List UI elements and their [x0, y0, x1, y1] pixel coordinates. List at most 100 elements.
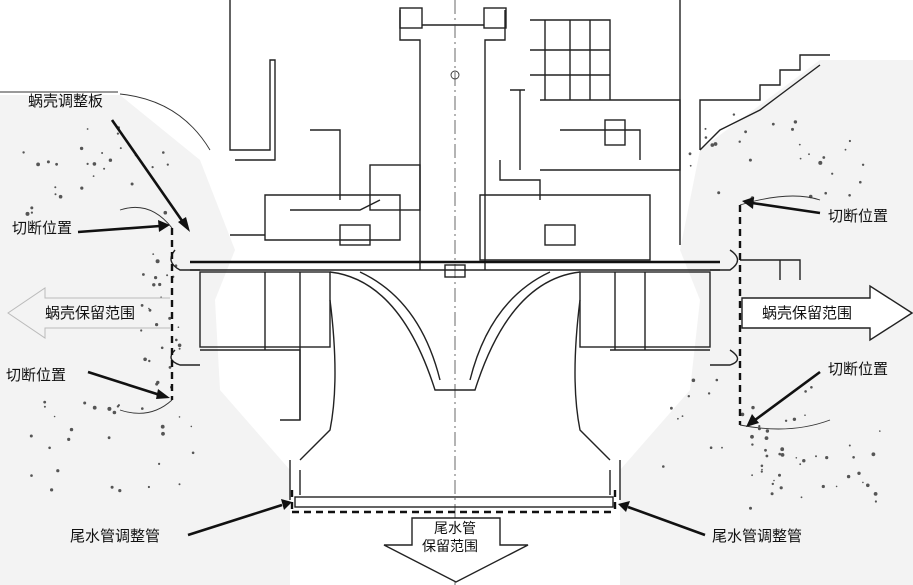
stipple-dot: [765, 454, 769, 458]
upper-right-structures: [499, 19, 681, 200]
stipple-dot: [844, 148, 847, 151]
spiral-retain-right-label: 蜗壳保留范围: [762, 304, 852, 322]
draft-tube-adjust-left-label: 尾水管调整管: [70, 527, 160, 545]
stipple-dot: [751, 443, 754, 446]
stipple-dot: [119, 147, 122, 150]
stipple-dot: [662, 465, 665, 468]
stipple-dot: [53, 415, 56, 418]
draft-tube-adjust-pipe: [290, 490, 617, 514]
stipple-dot: [799, 157, 802, 160]
cut-position-bottom-right-label: 切断位置: [828, 360, 888, 378]
stipple-dot: [670, 406, 673, 410]
spiral-case-right: [579, 249, 801, 366]
cut-lines: [119, 195, 831, 430]
stipple-dot: [799, 463, 802, 466]
stipple-dot: [749, 506, 752, 510]
stipple-dot: [857, 471, 861, 475]
stipple-dot: [152, 253, 155, 256]
stipple-dot: [710, 143, 715, 147]
stipple-dot: [765, 429, 770, 433]
stipple-dot: [155, 382, 159, 386]
stipple-dot: [86, 162, 89, 165]
stipple-dot: [177, 343, 182, 348]
central-shaft: [399, 0, 507, 585]
draft-tube-adjust-right-label: 尾水管调整管: [712, 527, 802, 545]
labels: 蜗壳调整板 切断位置 切断位置 切断位置 切断位置 尾水管调整管 尾水管调整管: [6, 92, 888, 545]
stipple-dot: [779, 486, 783, 490]
stipple-dot: [764, 436, 769, 440]
stipple-dot: [130, 182, 134, 186]
stipple-dot: [859, 180, 862, 184]
stipple-dot: [155, 259, 160, 264]
stipple-dot: [168, 366, 172, 369]
stipple-dot: [732, 113, 736, 116]
stipple-dot: [48, 446, 51, 450]
stipple-dot: [760, 464, 764, 468]
stipple-dot: [831, 172, 834, 175]
stipple-dot: [852, 456, 855, 459]
stipple-dot: [154, 276, 158, 280]
stipple-dot: [825, 456, 829, 460]
stipple-dot: [771, 482, 774, 486]
stipple-dot: [103, 167, 106, 170]
stipple-dot: [862, 481, 864, 484]
draft-tube-retain-label-2: 保留范围: [422, 538, 478, 555]
stipple-dot: [704, 136, 708, 139]
stipple-dot: [677, 417, 679, 420]
stipple-dot: [818, 160, 823, 165]
stipple-dot: [815, 455, 817, 458]
stipple-dot: [29, 434, 33, 438]
stipple-dot: [178, 483, 181, 486]
stipple-dot: [793, 120, 798, 124]
cut-position-top-right-label: 切断位置: [828, 207, 888, 225]
stipple-dot: [92, 405, 97, 410]
stipple-dot: [689, 164, 692, 167]
stipple-dot: [761, 468, 763, 471]
stipple-dot: [158, 282, 162, 287]
stipple-dot: [178, 416, 181, 418]
stipple-dot: [162, 151, 165, 154]
stipple-dot: [707, 392, 711, 395]
stipple-dot: [79, 146, 84, 151]
stipple-dot: [151, 166, 154, 169]
stipple-dot: [791, 127, 794, 131]
concrete-stipple: [22, 113, 881, 510]
stipple-dot: [780, 453, 785, 457]
stipple-dot: [191, 451, 195, 455]
stipple-dot: [848, 139, 852, 143]
stipple-dot: [744, 130, 747, 134]
pointer-arrows: [77, 119, 821, 537]
stipple-dot: [143, 357, 147, 362]
stipple-dot: [760, 470, 763, 473]
stipple-dot: [177, 326, 180, 329]
stipple-dot: [175, 338, 178, 342]
stipple-dot: [116, 132, 119, 135]
stipple-dot: [108, 158, 113, 162]
stipple-dot: [748, 158, 752, 162]
stipple-dot: [92, 175, 95, 178]
stipple-dot: [821, 484, 825, 489]
draft-tube-retain-label-1: 尾水管: [434, 521, 476, 537]
stipple-dot: [140, 304, 144, 307]
stipple-dot: [802, 459, 806, 463]
stipple-dot: [152, 283, 156, 287]
stipple-dot: [861, 163, 865, 166]
stipple-dot: [142, 273, 145, 276]
stipple-dot: [107, 406, 112, 411]
stipple-dot: [778, 473, 781, 477]
stipple-dot: [771, 122, 775, 126]
stipple-dot: [773, 479, 775, 482]
stipple-dot: [871, 452, 876, 457]
stipple-dot: [721, 446, 723, 449]
stipple-dot: [758, 425, 761, 428]
stipple-dot: [160, 424, 165, 429]
stipple-dot: [116, 405, 120, 408]
stipple-dot: [846, 474, 851, 479]
stipple-dot: [798, 143, 801, 146]
stipple-dot: [778, 452, 781, 456]
stipple-dot: [691, 378, 696, 383]
stipple-dot: [717, 191, 721, 195]
stipple-dot: [808, 153, 810, 156]
stipple-dot: [86, 128, 89, 130]
stipple-dot: [118, 489, 122, 493]
